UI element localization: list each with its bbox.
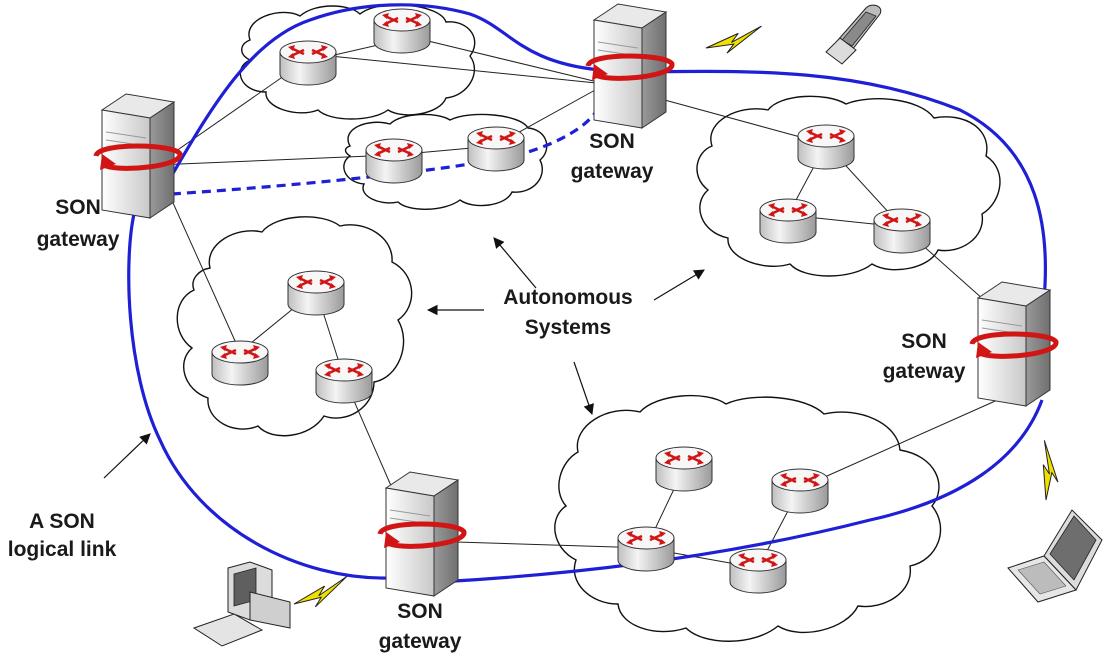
router-icon — [770, 467, 830, 515]
router-icon — [286, 269, 346, 317]
cloud-icon — [176, 216, 413, 437]
gateway-label-bottom-line1: SON — [397, 600, 443, 623]
gateway-label-bottom-line2: gateway — [379, 630, 462, 653]
router-icon — [796, 123, 856, 171]
server-tower-icon — [380, 472, 464, 596]
gateway-label-top-line2: gateway — [571, 160, 654, 183]
lightning-icon — [1031, 439, 1067, 503]
router-icon — [372, 7, 432, 55]
gateway-label-right-line2: gateway — [883, 360, 966, 383]
logical-link-label-line1: A SON — [29, 510, 95, 533]
lightning-icon — [703, 25, 766, 57]
router-icon — [758, 197, 818, 245]
lightning-icon — [290, 575, 353, 613]
logical-link-label-line2: logical link — [8, 538, 117, 561]
router-icon — [466, 125, 526, 173]
router-icon — [278, 39, 338, 87]
router-icon — [872, 207, 932, 255]
cloud-icon — [696, 95, 1001, 277]
router-icon — [210, 339, 270, 387]
son-logical-link — [127, 3, 1047, 584]
gateway-label-left-line2: gateway — [37, 228, 120, 251]
autonomous-systems-label-line1: Autonomous — [503, 286, 632, 309]
laptop-icon — [1007, 509, 1103, 603]
router-icon — [654, 445, 714, 493]
gateway-label-left-line1: SON — [55, 196, 101, 219]
arrow-icon — [103, 237, 705, 479]
desktop-computer-icon — [192, 561, 291, 647]
server-tower-icon — [96, 94, 180, 218]
cloud-icon — [239, 4, 476, 120]
gateway-label-right-line1: SON — [901, 330, 947, 353]
router-icon — [314, 357, 374, 405]
mobile-phone-icon — [825, 4, 882, 65]
router-icon — [616, 525, 676, 573]
cloud-icon — [554, 394, 942, 642]
server-tower-icon — [588, 4, 672, 128]
router-icon — [364, 137, 424, 185]
autonomous-systems-label-line2: Systems — [525, 316, 611, 339]
server-tower-icon — [972, 282, 1056, 406]
router-icon — [728, 547, 788, 595]
gateway-label-top-line1: SON — [589, 130, 635, 153]
